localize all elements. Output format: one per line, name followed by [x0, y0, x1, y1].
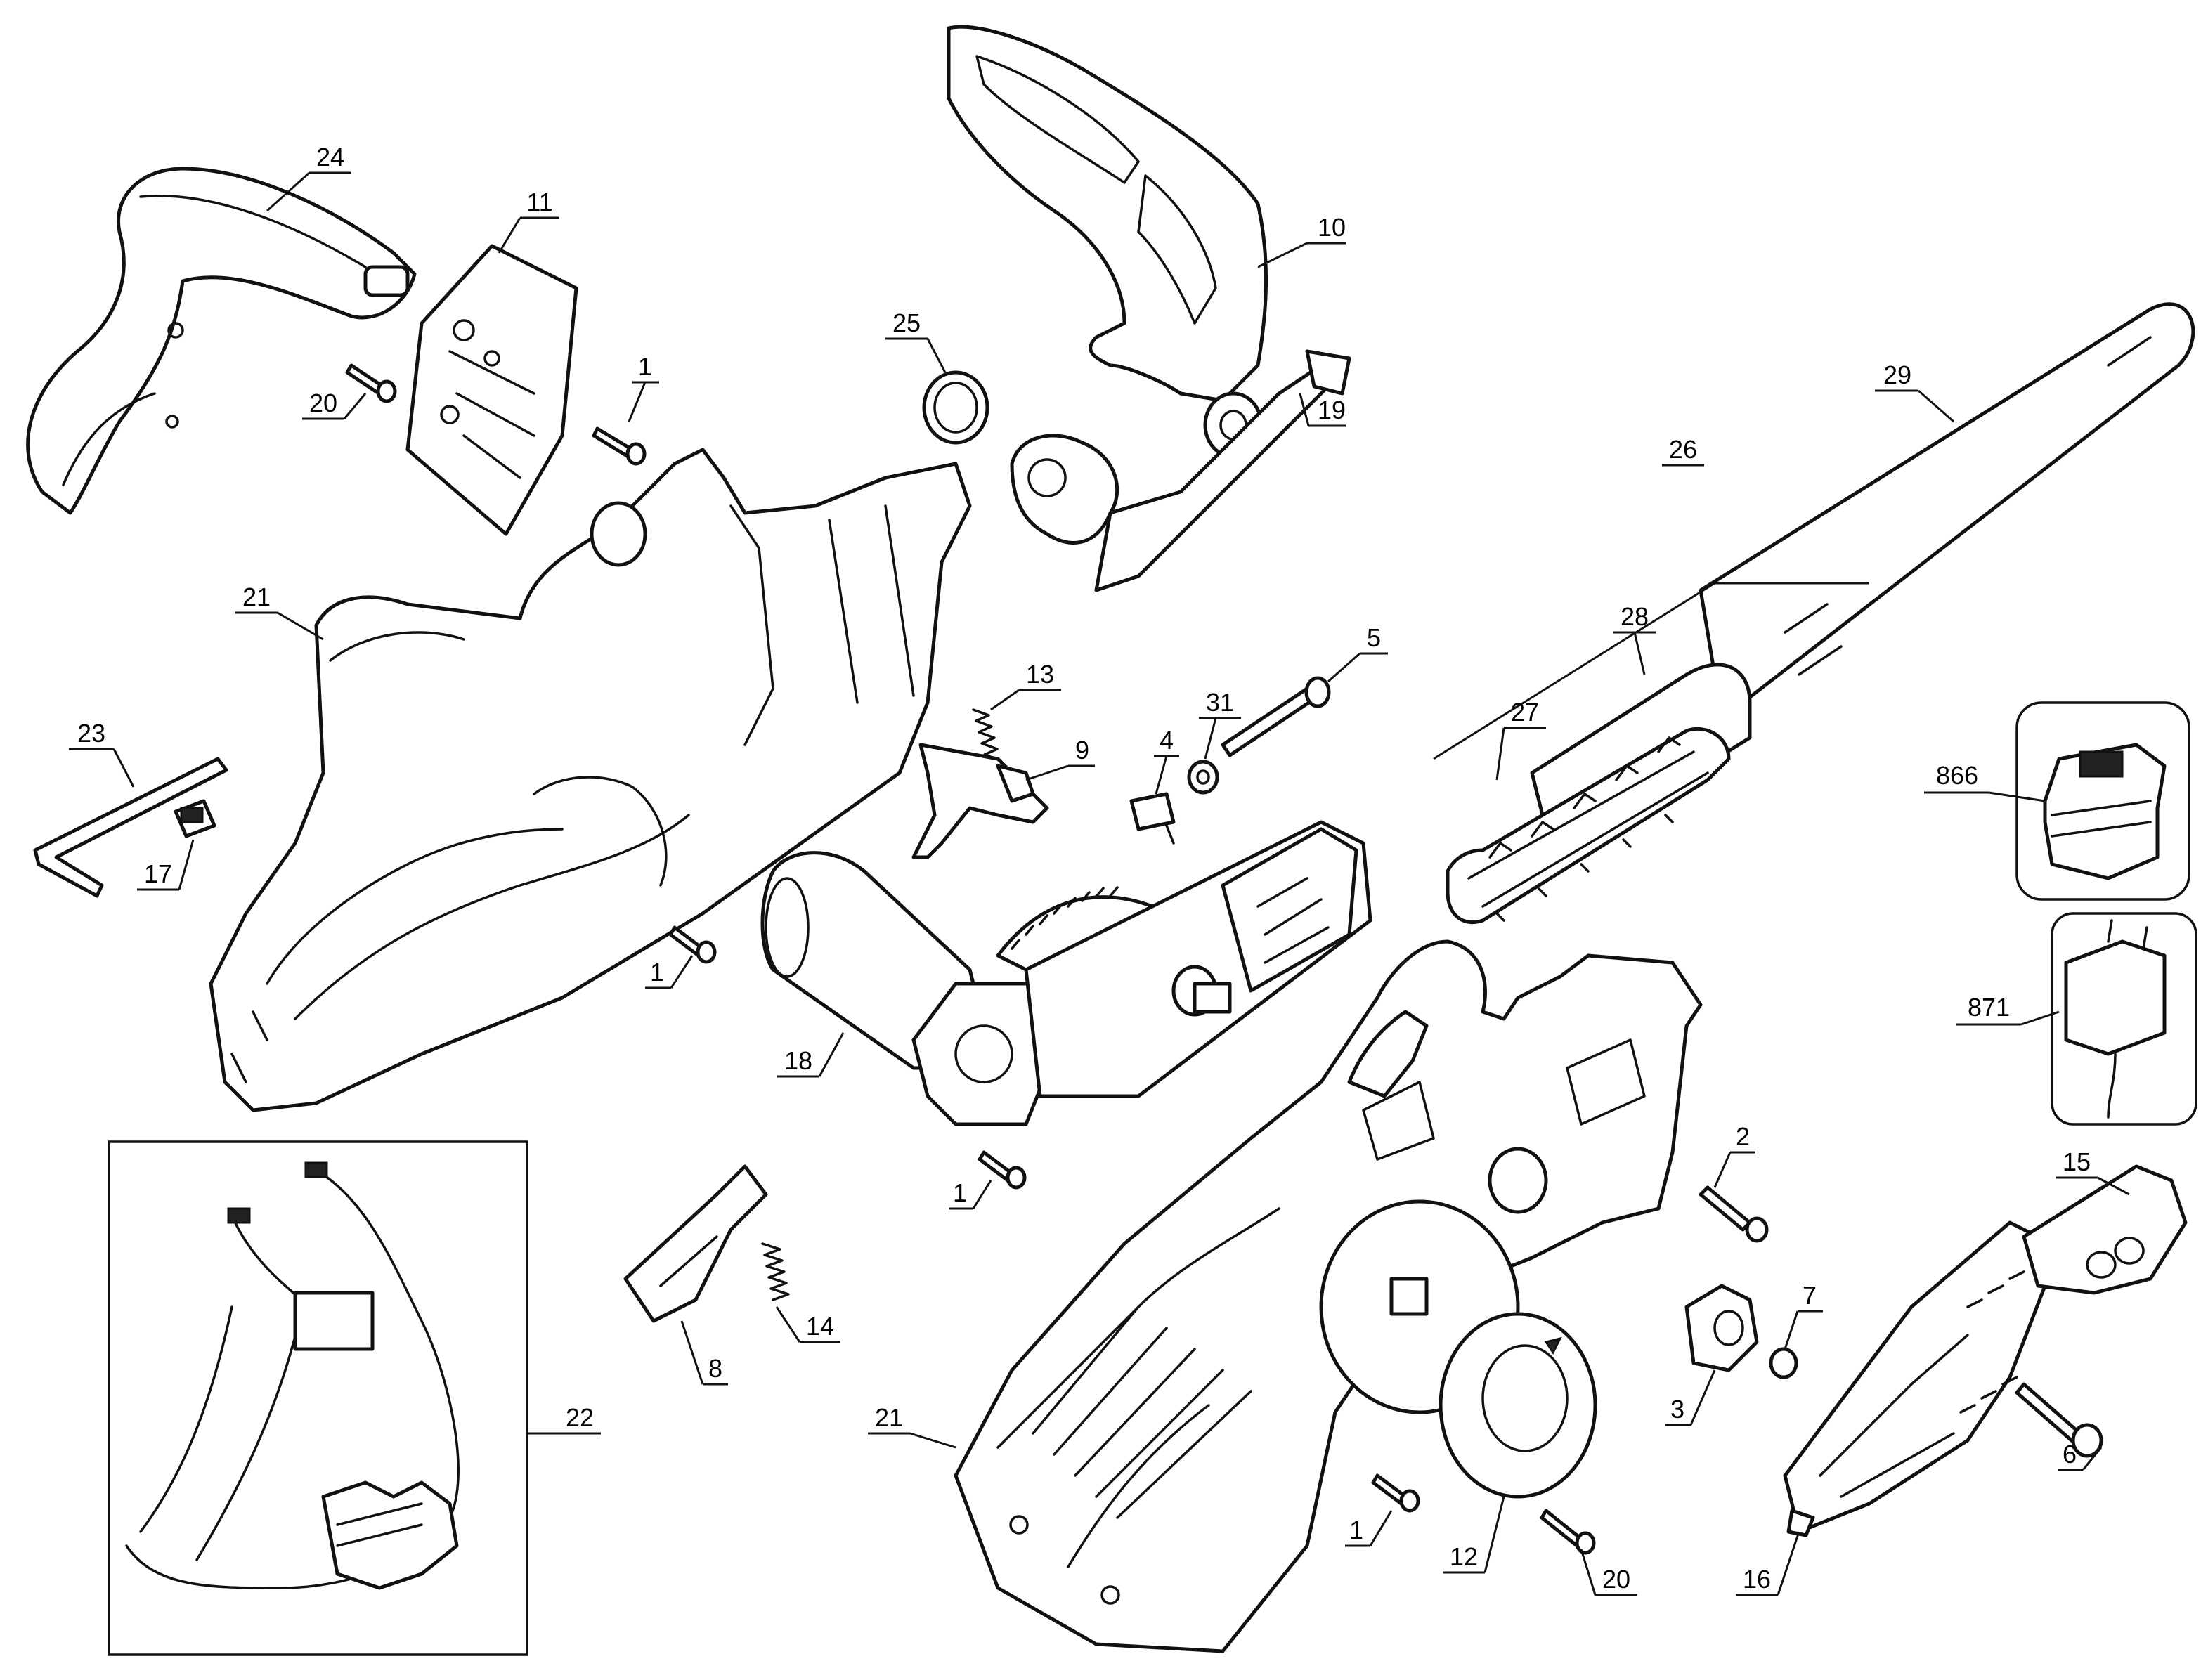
callout-31: 31 — [1206, 688, 1234, 717]
callout-23: 23 — [77, 719, 105, 748]
charger-part — [2051, 912, 2197, 1126]
callout-866: 866 — [1936, 761, 1978, 790]
cover-screw-part — [1699, 1185, 1769, 1243]
callout-13: 13 — [1026, 660, 1054, 689]
callout-18: 18 — [784, 1046, 812, 1075]
handle-bracket-part — [405, 244, 578, 536]
upper-housing-part — [209, 448, 972, 1112]
lock-washer-part — [1769, 1347, 1798, 1379]
callout-25: 25 — [892, 308, 921, 337]
callout-1: 1 — [650, 958, 664, 986]
callout-29: 29 — [1883, 360, 1911, 389]
callout-16: 16 — [1743, 1565, 1771, 1594]
callout-5: 5 — [1367, 623, 1381, 652]
washer-part — [1187, 760, 1219, 795]
trigger-part — [911, 743, 1049, 859]
bar-leader-line — [1433, 582, 1715, 760]
brake-lever-part — [1010, 349, 1351, 592]
end-cap-part — [2022, 1164, 2188, 1295]
callout-19: 19 — [1318, 396, 1346, 424]
callout-11: 11 — [526, 188, 552, 216]
front-guard-part — [947, 25, 1268, 459]
trigger-spring-part — [972, 708, 1001, 762]
callout-7: 7 — [1803, 1281, 1817, 1310]
saw-chain-part — [1446, 727, 1731, 925]
wiring-harness-part — [108, 1140, 528, 1656]
callout-14: 14 — [806, 1312, 834, 1341]
callout-871: 871 — [1968, 993, 2010, 1022]
o-ring-part — [922, 370, 989, 445]
screw-part — [345, 363, 397, 403]
callout-3: 3 — [1670, 1395, 1684, 1424]
callout-2: 2 — [1736, 1122, 1750, 1151]
screw-part — [592, 426, 647, 466]
guide-bar-part — [1699, 302, 2195, 705]
callout-1: 1 — [638, 352, 652, 381]
callout-21: 21 — [242, 582, 271, 611]
sprocket-cover-part — [1439, 1312, 1597, 1499]
hex-key-part — [33, 757, 228, 898]
switch-housing-part — [623, 1164, 768, 1323]
callout-17: 17 — [144, 859, 172, 888]
tension-knob-part — [1684, 1284, 1759, 1372]
callout-labels: 24 11 10 25 19 29 20 1 26 21 13 31 — [69, 143, 2130, 1596]
callout-28: 28 — [1621, 602, 1649, 631]
callout-15: 15 — [2063, 1147, 2091, 1176]
callout-20: 20 — [1602, 1565, 1630, 1594]
screw-part — [1540, 1509, 1596, 1555]
bar-bolt-part — [1221, 676, 1331, 757]
callout-21: 21 — [875, 1403, 903, 1432]
motor-gearbox-part — [760, 820, 1372, 1126]
callout-22: 22 — [566, 1403, 594, 1432]
adjuster-nut-part — [1129, 792, 1176, 845]
cover-bolt-part — [2015, 1382, 2103, 1458]
rear-handle-part — [26, 167, 417, 515]
callout-24: 24 — [316, 143, 344, 171]
side-cover-part — [1783, 1220, 2047, 1537]
switch-clip-part — [174, 799, 216, 838]
switch-spring-part — [761, 1242, 790, 1301]
callout-10: 10 — [1318, 213, 1346, 242]
callout-1: 1 — [953, 1178, 967, 1207]
callout-6: 6 — [2063, 1440, 2077, 1469]
callout-9: 9 — [1075, 736, 1089, 764]
callout-12: 12 — [1450, 1542, 1478, 1571]
screw-part — [1371, 1473, 1420, 1513]
callout-4: 4 — [1160, 726, 1174, 755]
battery-pack-part — [2015, 701, 2190, 901]
screw-part — [978, 1150, 1027, 1190]
callout-27: 27 — [1511, 698, 1539, 727]
callout-26: 26 — [1669, 435, 1697, 464]
callout-1: 1 — [1349, 1516, 1363, 1544]
callout-20: 20 — [309, 389, 337, 417]
callout-8: 8 — [708, 1354, 722, 1383]
screw-part — [668, 925, 717, 964]
